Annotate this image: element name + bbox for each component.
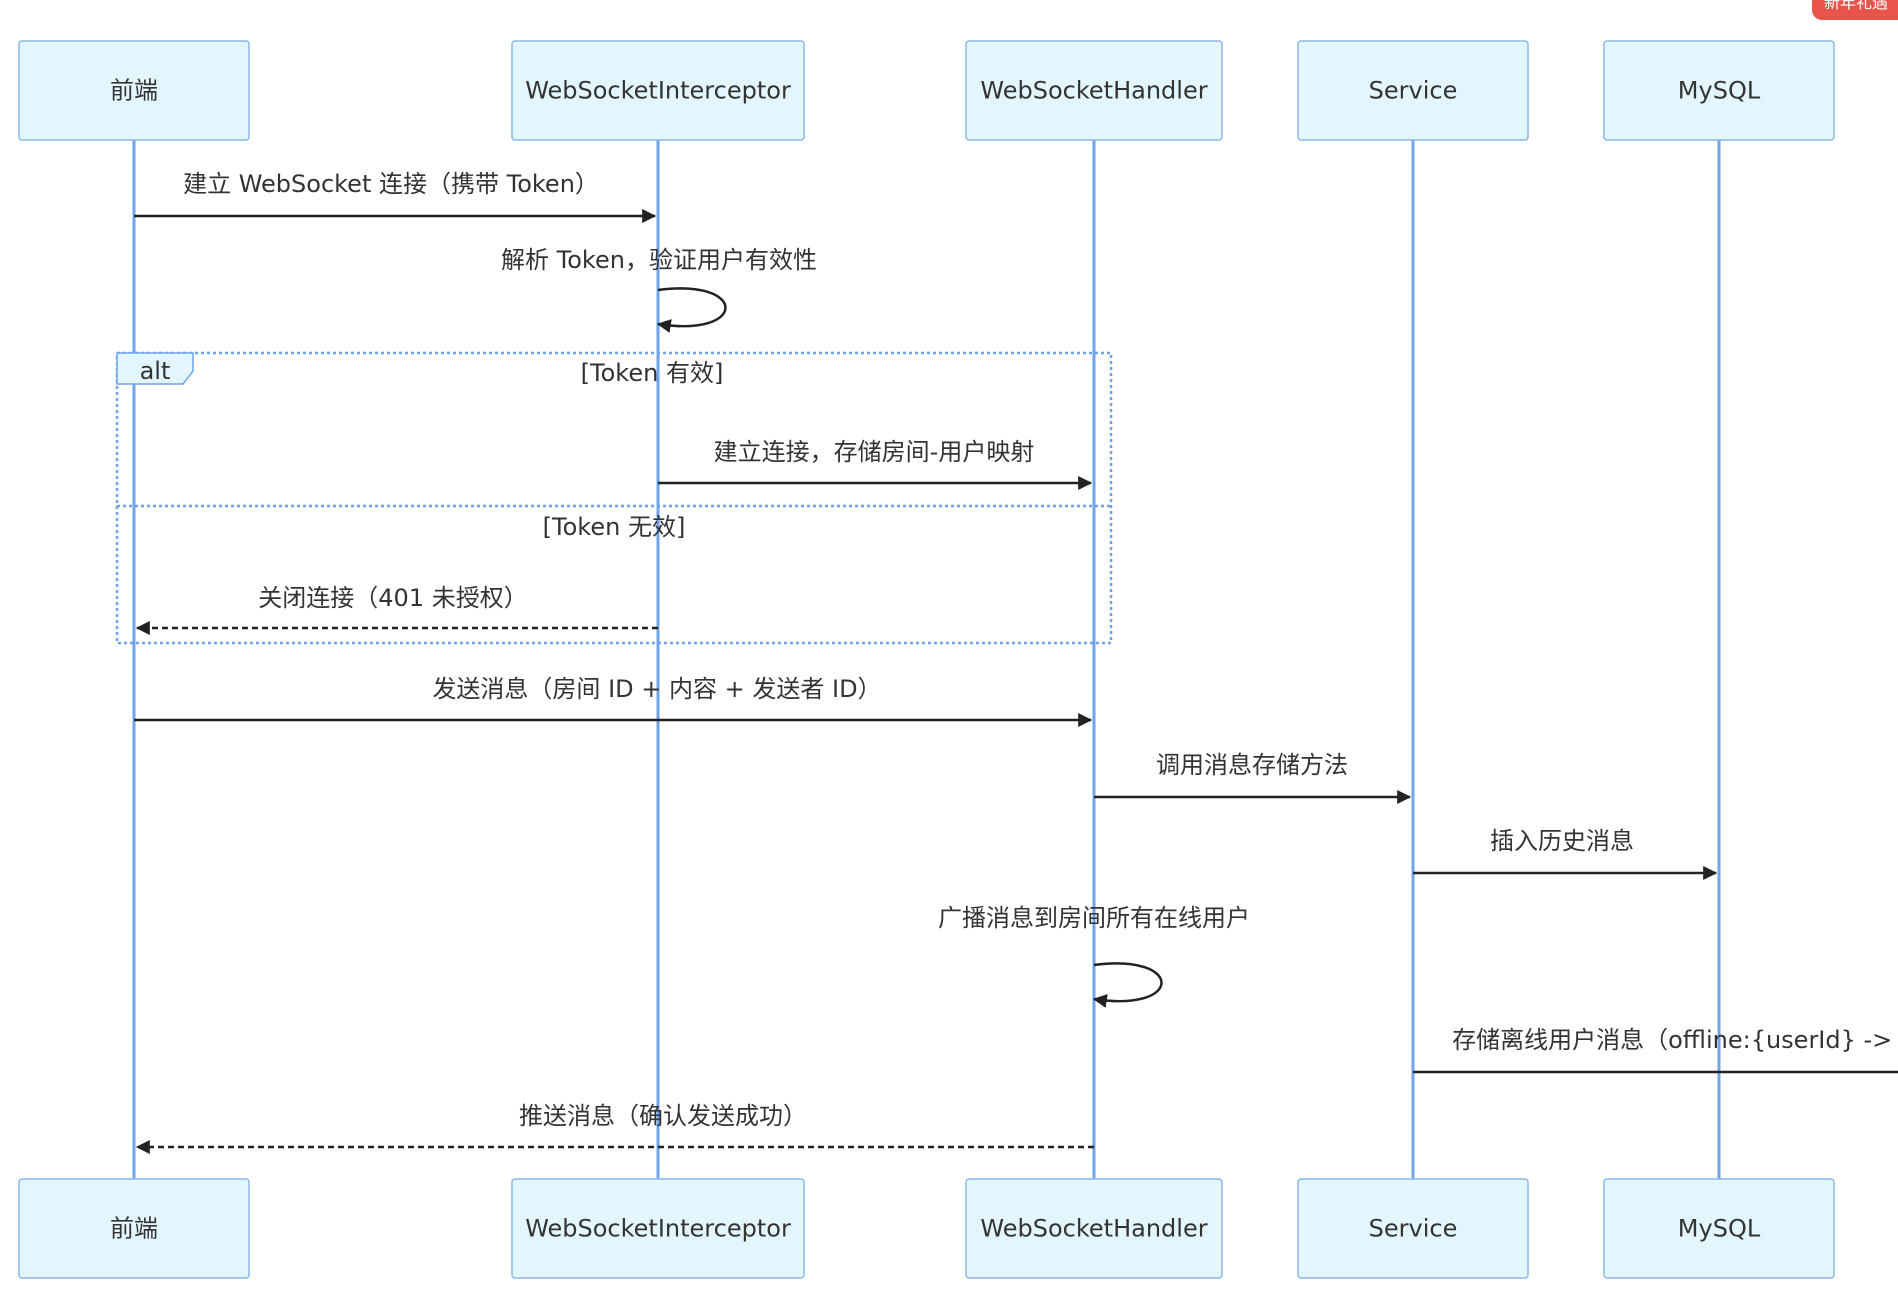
actor-label: MySQL — [1678, 77, 1761, 105]
actor-box — [18, 40, 250, 141]
message-label: 推送消息（确认发送成功） — [519, 1102, 807, 1130]
alt-frame: alt [Token 有效] [Token 无效] — [115, 351, 1113, 645]
actor-label: 前端 — [110, 1215, 158, 1243]
message-4: 关闭连接（401 未授权） — [135, 584, 658, 635]
actor-box — [511, 1178, 805, 1279]
actor-box — [1297, 40, 1529, 141]
actor-box — [18, 1178, 250, 1279]
actor-label: Service — [1369, 1215, 1458, 1243]
message-6: 调用消息存储方法 — [1094, 751, 1412, 804]
actor-box — [1603, 1178, 1835, 1279]
message-label: 插入历史消息 — [1490, 827, 1634, 855]
message-1: 建立 WebSocket 连接（携带 Token） — [134, 170, 657, 223]
message-label: 解析 Token，验证用户有效性 — [501, 246, 817, 274]
actor-label: 前端 — [110, 77, 158, 105]
alt-condition-1: [Token 有效] — [581, 359, 724, 387]
actor-box — [511, 40, 805, 141]
message-10: 推送消息（确认发送成功） — [135, 1102, 1094, 1154]
message-7: 插入历史消息 — [1413, 827, 1718, 880]
self-arrow — [1092, 962, 1163, 1008]
message-2: 解析 Token，验证用户有效性 — [501, 246, 817, 333]
actor-handler-top[interactable]: WebSocketHandler — [965, 40, 1223, 141]
message-label: 建立 WebSocket 连接（携带 Token） — [183, 170, 599, 198]
self-arrow — [656, 287, 727, 333]
actor-service-top[interactable]: Service — [1297, 40, 1529, 141]
actor-interceptor-top[interactable]: WebSocketInterceptor — [511, 40, 805, 141]
message-label: 广播消息到房间所有在线用户 — [938, 904, 1250, 932]
message-8: 广播消息到房间所有在线用户 — [938, 904, 1250, 1008]
actor-label: WebSocketHandler — [980, 1215, 1207, 1243]
message-label: 关闭连接（401 未授权） — [258, 584, 527, 612]
alt-keyword-tab — [116, 352, 194, 385]
message-3: 建立连接，存储房间-用户映射 — [658, 438, 1093, 490]
actor-mysql-top[interactable]: MySQL — [1603, 40, 1835, 141]
actor-mysql-bottom[interactable]: MySQL — [1603, 1178, 1835, 1279]
actor-handler-bottom[interactable]: WebSocketHandler — [965, 1178, 1223, 1279]
actor-label: WebSocketInterceptor — [525, 77, 791, 105]
alt-condition-2: [Token 无效] — [543, 513, 686, 541]
actor-service-bottom[interactable]: Service — [1297, 1178, 1529, 1279]
actor-box — [965, 1178, 1223, 1279]
actor-interceptor-bottom[interactable]: WebSocketInterceptor — [511, 1178, 805, 1279]
actor-box — [1603, 40, 1835, 141]
message-5: 发送消息（房间 ID + 内容 + 发送者 ID） — [134, 675, 1093, 727]
message-label: 存储离线用户消息（offline:{userId} -> 消息 — [1452, 1026, 1898, 1054]
actor-box — [1297, 1178, 1529, 1279]
promo-badge[interactable]: 新年礼遇 — [1812, 0, 1898, 20]
actor-label: Service — [1369, 77, 1458, 105]
message-label: 发送消息（房间 ID + 内容 + 发送者 ID） — [432, 675, 881, 703]
actor-label: MySQL — [1678, 1215, 1761, 1243]
actor-frontend-top[interactable]: 前端 — [18, 40, 250, 141]
message-label: 建立连接，存储房间-用户映射 — [714, 438, 1035, 466]
actor-frontend-bottom[interactable]: 前端 — [18, 1178, 250, 1279]
actor-label: WebSocketHandler — [980, 77, 1207, 105]
actor-box — [965, 40, 1223, 141]
alt-keyword-label: alt — [140, 357, 171, 385]
message-label: 调用消息存储方法 — [1156, 751, 1348, 779]
message-9: 存储离线用户消息（offline:{userId} -> 消息 — [1413, 1026, 1898, 1074]
actor-label: WebSocketInterceptor — [525, 1215, 791, 1243]
